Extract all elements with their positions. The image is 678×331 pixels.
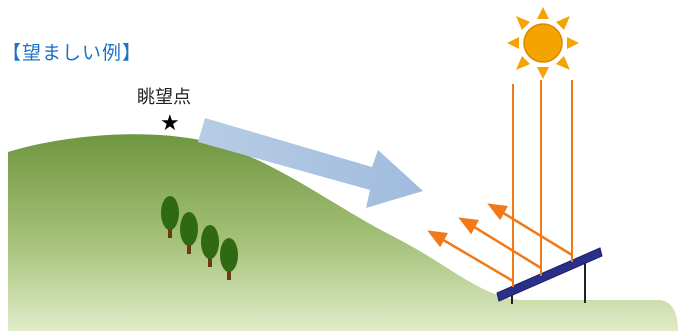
tree-icon	[161, 196, 179, 238]
reflected-light-rays	[427, 203, 573, 283]
tree-group	[161, 196, 238, 280]
example-caption: 【望ましい例】	[2, 42, 143, 64]
sun-icon	[507, 7, 579, 79]
solar-panel-icon	[496, 247, 603, 304]
view-direction-arrow	[198, 118, 423, 208]
tree-icon	[201, 225, 219, 267]
tree-icon	[180, 212, 198, 254]
viewpoint-label: 眺望点	[137, 87, 191, 108]
incident-light-rays	[512, 80, 573, 287]
hill	[8, 134, 678, 331]
tree-icon	[220, 238, 238, 280]
star-icon: ★	[160, 111, 180, 136]
